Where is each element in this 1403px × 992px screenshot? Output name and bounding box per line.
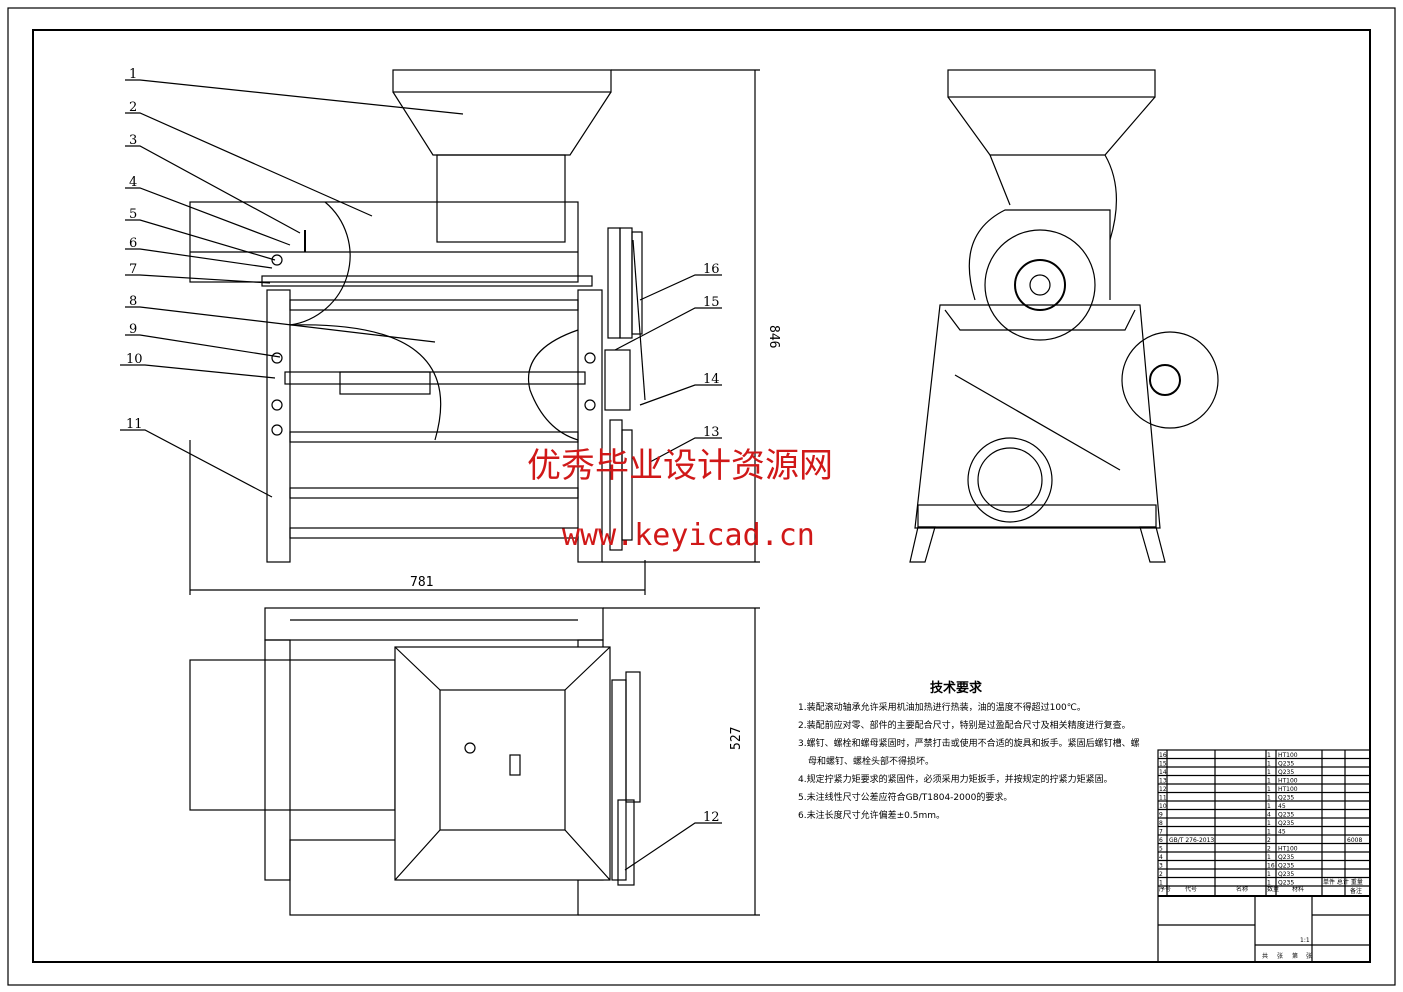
- parts-cell-no: 4: [1159, 854, 1163, 861]
- parts-cell-material: Q235: [1278, 871, 1294, 878]
- part-label-3: 3: [129, 133, 137, 148]
- sheet-label: 共: [1262, 952, 1268, 960]
- parts-cell-no: 8: [1159, 820, 1163, 827]
- part-label-15: 15: [703, 295, 720, 310]
- title-block-scale: 1:1: [1300, 937, 1310, 944]
- parts-header: 名称: [1236, 885, 1248, 893]
- parts-cell-qty: 4: [1267, 812, 1271, 819]
- parts-cell-no: 1: [1159, 880, 1163, 887]
- sheet-label: 第: [1292, 952, 1298, 960]
- parts-header: 数量: [1267, 885, 1279, 893]
- parts-cell-no: 14: [1159, 769, 1167, 776]
- parts-cell-material: Q235: [1278, 854, 1294, 861]
- dimension-height: 846: [766, 325, 781, 348]
- part-label-12: 12: [703, 810, 720, 825]
- parts-cell-no: 10: [1159, 803, 1167, 810]
- parts-cell-code: GB/T 276-2013: [1169, 837, 1214, 844]
- parts-cell-qty: 2: [1267, 846, 1271, 853]
- parts-cell-no: 16: [1159, 752, 1167, 759]
- inner-border: [32, 29, 1371, 963]
- parts-cell-qty: 1: [1267, 871, 1271, 878]
- tech-req-item: 母和螺钉、螺栓头部不得损坏。: [808, 755, 934, 767]
- part-labels: 1 2 3 4 5 6 7 8 9 10 11 12 13 14 15 16: [120, 67, 722, 871]
- parts-cell-qty: 1: [1267, 829, 1271, 836]
- parts-cell-material: 45: [1278, 829, 1286, 836]
- parts-cell-no: 13: [1159, 778, 1167, 785]
- parts-cell-material: HT100: [1278, 846, 1298, 853]
- top-view: 527: [189, 607, 760, 916]
- parts-cell-material: Q235: [1278, 812, 1294, 819]
- parts-header: 材料: [1292, 885, 1304, 893]
- part-label-1: 1: [129, 67, 137, 82]
- part-label-13: 13: [703, 425, 720, 440]
- parts-cell-material: Q235: [1278, 820, 1294, 827]
- part-label-14: 14: [703, 372, 720, 387]
- parts-cell-material: Q235: [1278, 761, 1294, 768]
- part-label-11: 11: [126, 417, 143, 432]
- sheet-label: 张: [1306, 952, 1312, 960]
- parts-cell-material: Q235: [1278, 880, 1294, 887]
- outer-border: [7, 7, 1396, 986]
- parts-header: 序号: [1159, 885, 1171, 893]
- parts-cell-qty: 16: [1267, 863, 1275, 870]
- parts-cell-no: 7: [1159, 829, 1163, 836]
- parts-cell-material: Q235: [1278, 863, 1294, 870]
- side-view: [909, 69, 1219, 563]
- part-label-2: 2: [129, 100, 137, 115]
- parts-cell-qty: 1: [1267, 854, 1271, 861]
- tech-req-title: 技术要求: [930, 680, 983, 696]
- part-label-6: 6: [129, 236, 137, 251]
- parts-cell-note: 6008: [1347, 837, 1362, 844]
- part-label-7: 7: [129, 262, 137, 277]
- parts-header: 备注: [1350, 887, 1362, 895]
- part-label-5: 5: [129, 207, 137, 222]
- parts-cell-no: 9: [1159, 812, 1163, 819]
- parts-cell-qty: 1: [1267, 880, 1271, 887]
- watermark-title: 优秀毕业设计资源网: [527, 446, 833, 486]
- dimension-depth: 527: [729, 727, 744, 750]
- parts-cell-material: HT100: [1278, 778, 1298, 785]
- parts-cell-qty: 1: [1267, 778, 1271, 785]
- parts-cell-material: Q235: [1278, 795, 1294, 802]
- parts-cell-no: 3: [1159, 863, 1163, 870]
- part-label-4: 4: [129, 175, 137, 190]
- tech-req-item: 3.螺钉、螺栓和螺母紧固时，严禁打击或使用不合适的旋具和扳手。紧固后螺钉槽、螺: [798, 737, 1140, 749]
- parts-header: 单件 总计 重量: [1323, 878, 1363, 886]
- part-label-10: 10: [126, 352, 143, 367]
- technical-requirements: 技术要求 1.装配滚动轴承允许采用机油加热进行热装，油的温度不得超过100℃。 …: [798, 680, 1140, 821]
- parts-header: 代号: [1185, 885, 1197, 893]
- parts-cell-no: 5: [1159, 846, 1163, 853]
- parts-cell-material: HT100: [1278, 752, 1298, 759]
- parts-cell-material: HT100: [1278, 786, 1298, 793]
- parts-cell-qty: 1: [1267, 752, 1271, 759]
- part-label-9: 9: [129, 322, 137, 337]
- parts-cell-qty: 1: [1267, 769, 1271, 776]
- parts-cell-no: 12: [1159, 786, 1167, 793]
- tech-req-item: 6.未注长度尺寸允许偏差±0.5mm。: [798, 809, 945, 821]
- parts-cell-qty: 1: [1267, 761, 1271, 768]
- part-label-8: 8: [129, 294, 137, 309]
- part-label-16: 16: [703, 262, 720, 277]
- tech-req-item: 1.装配滚动轴承允许采用机油加热进行热装，油的温度不得超过100℃。: [798, 701, 1086, 713]
- parts-cell-material: 45: [1278, 803, 1286, 810]
- parts-cell-no: 6: [1159, 837, 1163, 844]
- tech-req-item: 5.未注线性尺寸公差应符合GB/T1804-2000的要求。: [798, 791, 1012, 803]
- parts-cell-no: 15: [1159, 761, 1167, 768]
- parts-cell-no: 2: [1159, 871, 1163, 878]
- sheet-label: 张: [1277, 952, 1283, 960]
- tech-req-item: 2.装配前应对零、部件的主要配合尺寸，特别是过盈配合尺寸及相关精度进行复查。: [798, 719, 1131, 731]
- tech-req-item: 4.规定拧紧力矩要求的紧固件，必须采用力矩扳手，并按规定的拧紧力矩紧固。: [798, 773, 1113, 785]
- parts-cell-material: Q235: [1278, 769, 1294, 776]
- parts-cell-qty: 2: [1267, 837, 1271, 844]
- parts-cell-qty: 1: [1267, 786, 1271, 793]
- watermark-url: www.keyicad.cn: [562, 518, 815, 553]
- parts-cell-qty: 1: [1267, 803, 1271, 810]
- parts-cell-qty: 1: [1267, 795, 1271, 802]
- parts-cell-no: 11: [1159, 795, 1167, 802]
- parts-cell-qty: 1: [1267, 820, 1271, 827]
- dimension-width: 781: [410, 575, 433, 590]
- front-view: 781 846: [189, 69, 781, 595]
